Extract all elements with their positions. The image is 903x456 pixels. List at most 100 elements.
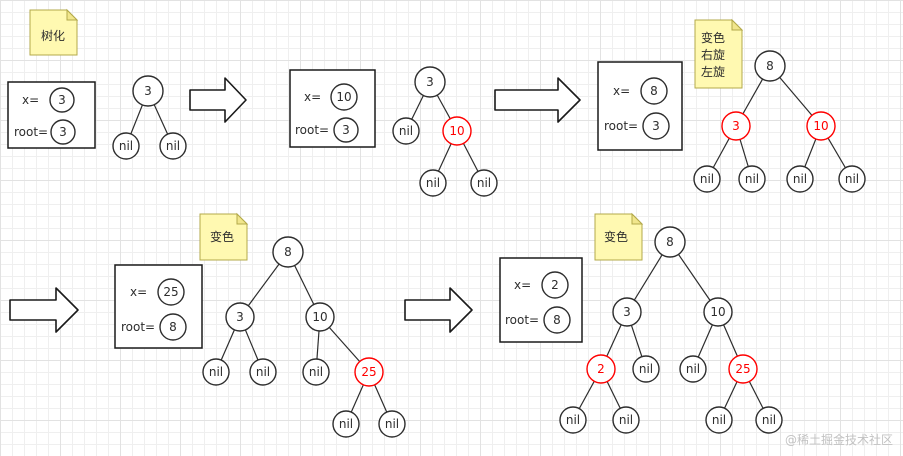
node-circle <box>159 132 187 160</box>
node-label: nil <box>256 365 270 379</box>
node-label: 2 <box>597 362 605 376</box>
node-label: 3 <box>426 75 434 89</box>
node-circle <box>806 111 836 141</box>
note-fold-icon <box>731 18 744 31</box>
tree-node-nil: nil <box>705 406 733 434</box>
tree-node-nil: nil <box>679 355 707 383</box>
note-text: 变色 <box>701 30 725 45</box>
node-circle <box>202 358 230 386</box>
variables-box-5: x= 2 root= 8 <box>499 257 583 343</box>
x-label: x= <box>22 93 39 107</box>
tree-3: 8 3 10 nil nil nil <box>693 50 866 193</box>
node-label: nil <box>339 417 353 431</box>
x-value: 2 <box>551 278 559 292</box>
node-circle <box>272 236 304 268</box>
tree-node-red: 25 <box>728 354 758 384</box>
tree-node-nil: nil <box>159 132 187 160</box>
node-circle <box>442 116 472 146</box>
node-label: nil <box>745 172 759 186</box>
node-label: 3 <box>236 310 244 324</box>
tree-2: 3 nil 10 nil nil <box>392 66 498 197</box>
node-label: nil <box>793 172 807 186</box>
node-circle <box>679 355 707 383</box>
tree-node-nil: nil <box>632 355 660 383</box>
node-label: nil <box>686 362 700 376</box>
node-label: 25 <box>361 365 376 379</box>
node-circle <box>392 117 420 145</box>
tree-node: 3 <box>612 297 642 327</box>
node-circle <box>786 165 814 193</box>
note-fold-icon <box>66 8 79 21</box>
tree-node-nil: nil <box>838 165 866 193</box>
sticky-note-recolor-2: 变色 <box>594 212 644 261</box>
tree-node-red: 2 <box>586 354 616 384</box>
box-outline <box>597 61 683 151</box>
node-circle <box>728 354 758 384</box>
node-label: nil <box>845 172 859 186</box>
tree-node-nil: nil <box>755 406 783 434</box>
variables-box-4: x= 25 root= 8 <box>114 264 203 349</box>
stage-2: x= 10 root= 3 3 nil 10 <box>289 66 581 197</box>
stage-3: 变色 右旋 左旋 x= 8 root= 3 8 3 <box>597 18 866 193</box>
x-value: 8 <box>650 84 658 98</box>
note-body <box>594 213 643 261</box>
x-value-circle <box>640 77 668 105</box>
variables-box-1: x= 3 root= 3 <box>7 81 96 149</box>
note-fold-icon <box>631 212 644 225</box>
node-label: 3 <box>732 119 740 133</box>
box-outline <box>499 257 583 343</box>
x-label: x= <box>304 90 321 104</box>
root-label: root= <box>604 119 638 133</box>
tree-node-nil: nil <box>419 169 447 197</box>
x-value-circle <box>541 271 569 299</box>
tree-node-nil: nil <box>559 406 587 434</box>
node-circle <box>305 302 335 332</box>
tree-node: 10 <box>703 297 733 327</box>
node-circle <box>703 297 733 327</box>
node-label: 8 <box>666 235 674 249</box>
root-value: 8 <box>169 320 177 334</box>
root-value: 3 <box>59 125 67 139</box>
box-outline <box>114 264 203 349</box>
tree-node-nil: nil <box>738 165 766 193</box>
node-label: 10 <box>710 305 725 319</box>
note-text: 变色 <box>210 229 234 244</box>
tree-node-root: 8 <box>272 236 304 268</box>
note-text: 树化 <box>41 28 65 43</box>
note-body <box>694 19 743 89</box>
node-circle <box>705 406 733 434</box>
root-value-circle <box>50 119 76 145</box>
node-circle <box>302 358 330 386</box>
node-circle <box>112 132 140 160</box>
box-outline <box>289 69 376 148</box>
tree-node-root: 3 <box>414 66 446 98</box>
note-text: 右旋 <box>701 47 725 62</box>
node-circle <box>654 226 686 258</box>
variables-box-2: x= 10 root= 3 <box>289 69 376 148</box>
note-text: 左旋 <box>701 64 725 79</box>
x-value: 10 <box>336 90 351 104</box>
tree-4: 8 3 10 nil nil nil <box>202 236 406 438</box>
x-value: 25 <box>163 285 178 299</box>
root-value-circle <box>543 306 571 334</box>
node-label: nil <box>385 417 399 431</box>
tree-node-nil: nil <box>112 132 140 160</box>
node-circle <box>249 358 277 386</box>
node-circle <box>612 406 640 434</box>
node-label: nil <box>119 139 133 153</box>
node-label: nil <box>700 172 714 186</box>
root-label: root= <box>295 123 329 137</box>
node-circle <box>632 355 660 383</box>
tree-node-nil: nil <box>202 358 230 386</box>
node-circle <box>754 50 786 82</box>
tree-node-root: 8 <box>654 226 686 258</box>
sticky-note-recolor-1: 变色 <box>199 212 249 261</box>
root-label: root= <box>121 320 155 334</box>
tree-1: 3 nil nil <box>112 75 187 160</box>
variables-box-3: x= 8 root= 3 <box>597 61 683 151</box>
node-circle <box>612 297 642 327</box>
root-value: 8 <box>553 313 561 327</box>
node-circle <box>332 410 360 438</box>
tree-node-root: 8 <box>754 50 786 82</box>
